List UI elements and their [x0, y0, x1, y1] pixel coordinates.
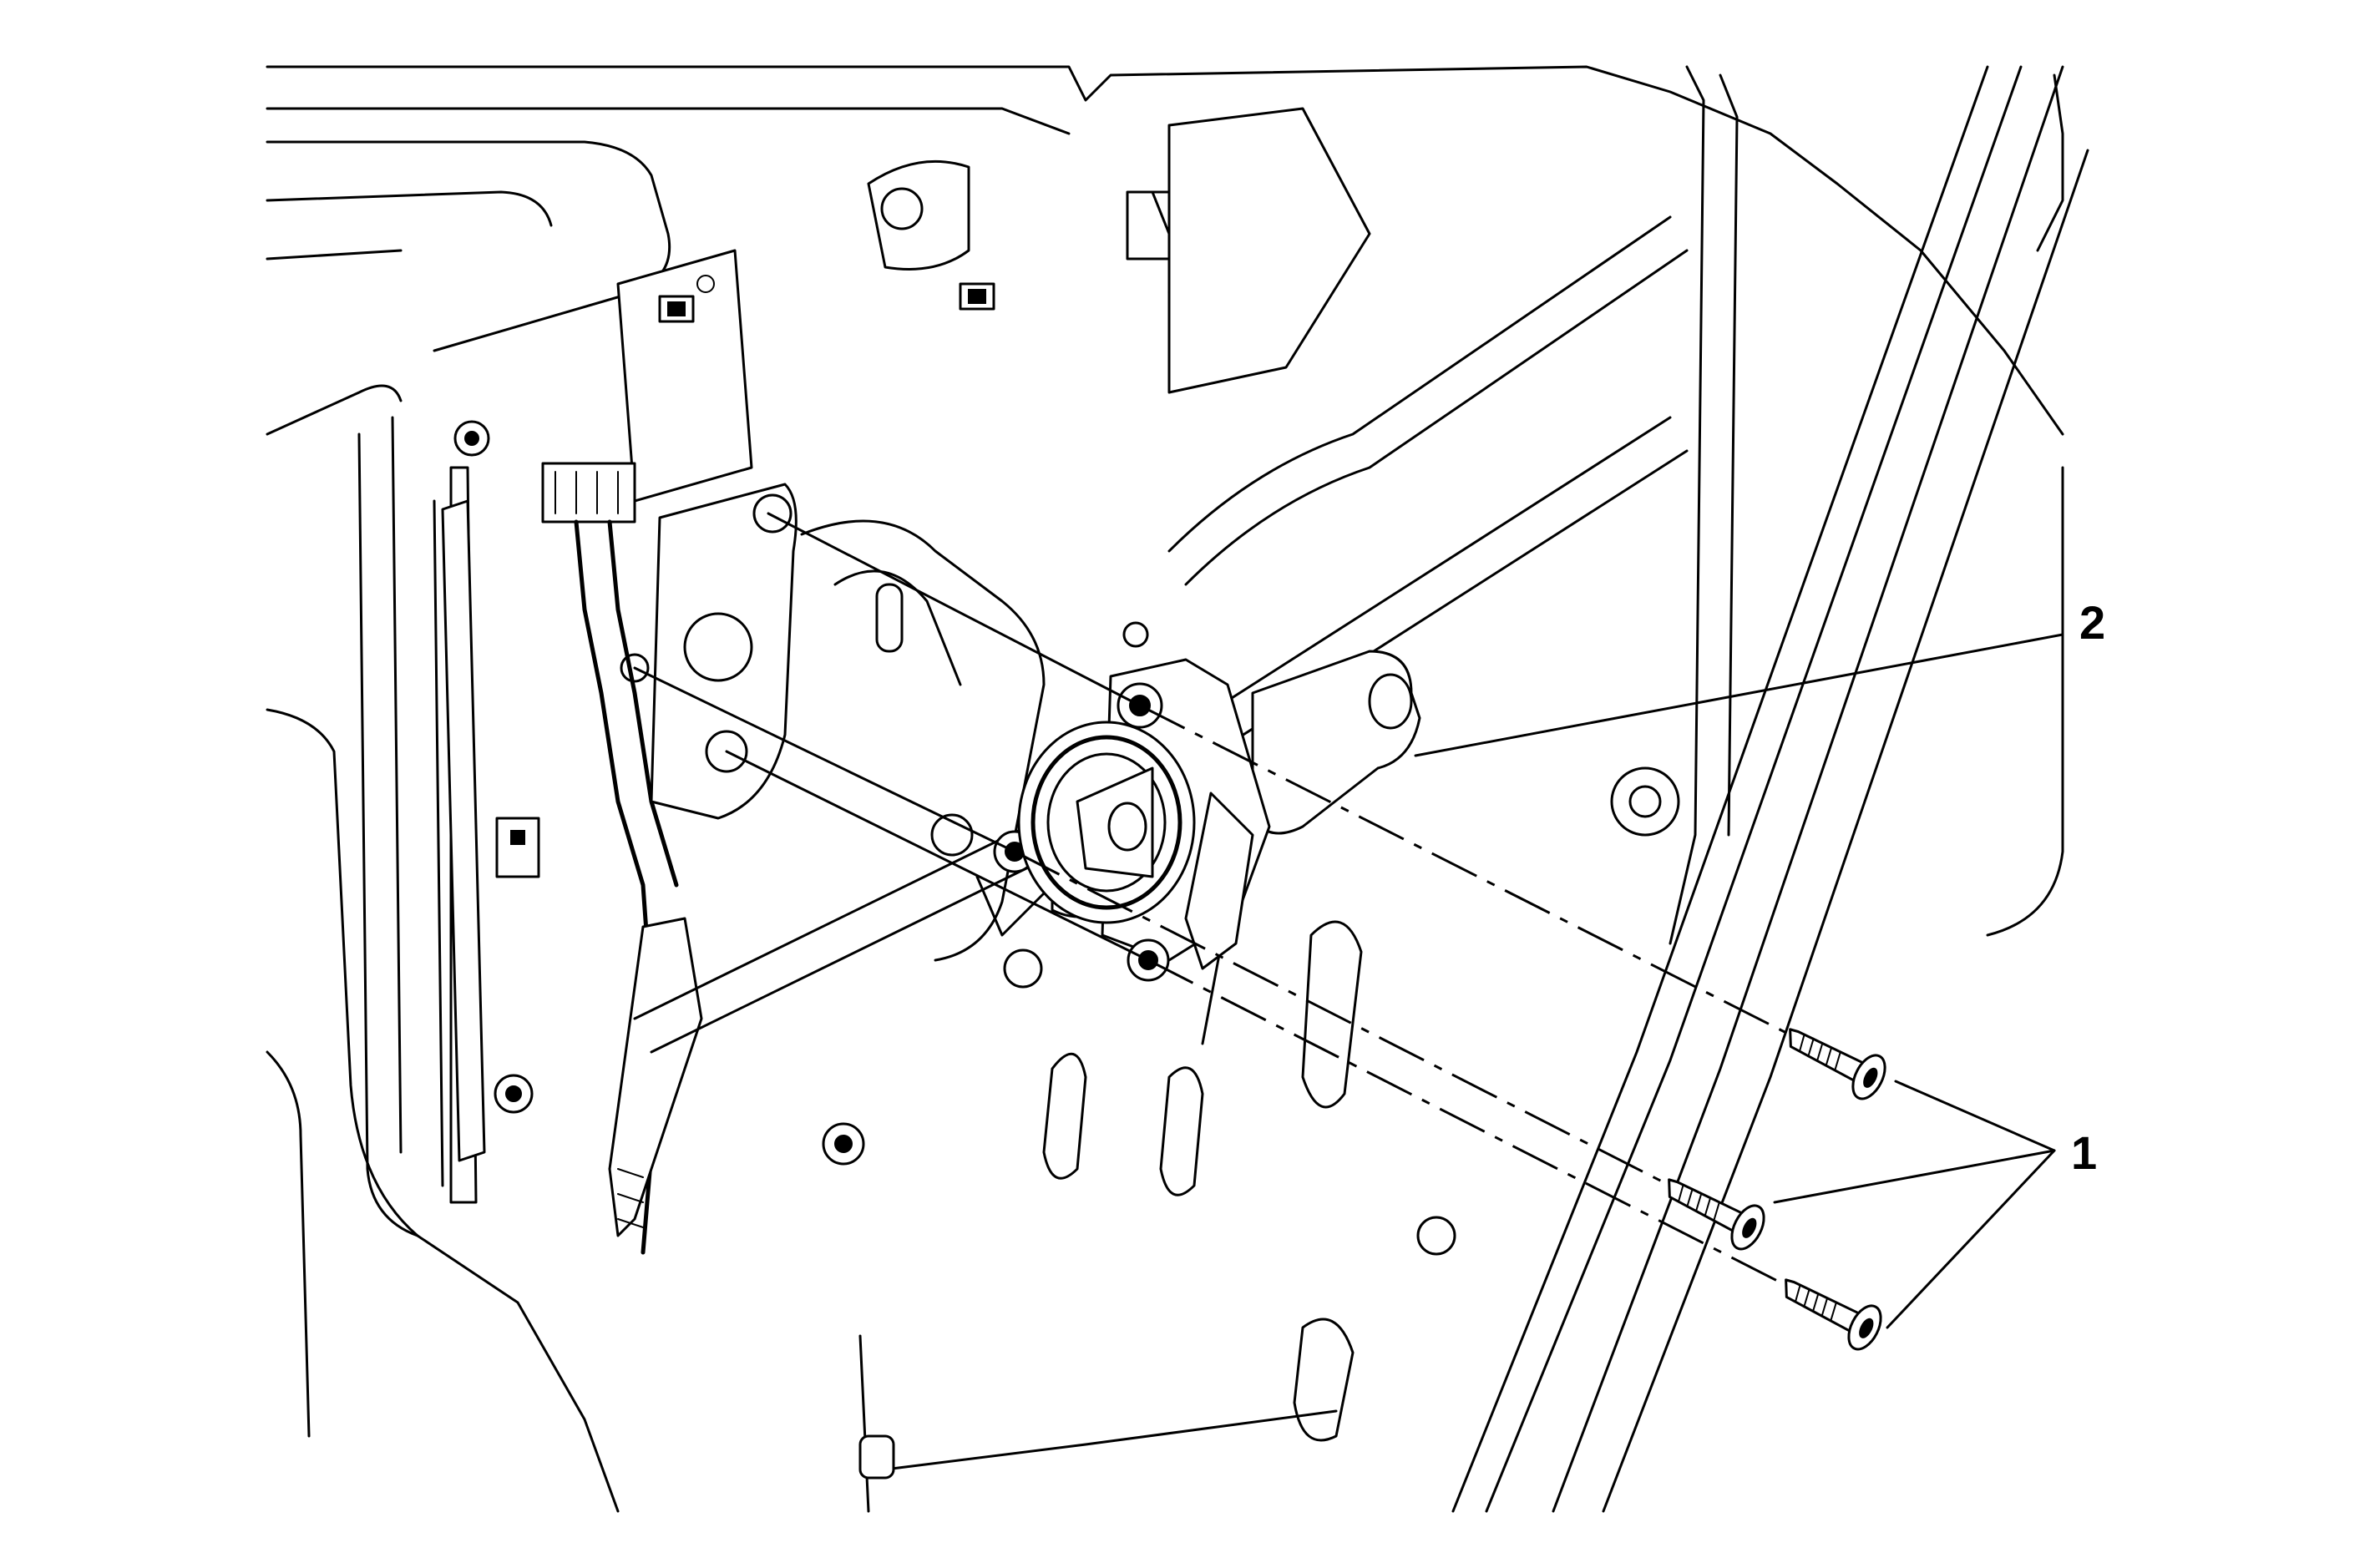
- regulator-plate: [620, 483, 1149, 962]
- regulator-rail: [441, 420, 865, 1166]
- bolt-leader-lines: [633, 512, 1792, 1287]
- callout-leaders: [1414, 633, 2064, 1329]
- window-regulator-motor-icon: [930, 650, 1421, 989]
- callout-2: 2: [2079, 596, 2105, 649]
- bolt-icon: [1668, 1028, 1886, 1351]
- panel-cutouts: [858, 766, 1680, 1513]
- upper-bracket: [616, 107, 1371, 503]
- door-seal-strips: [1451, 65, 2089, 1513]
- door-frame-outline: [266, 65, 2064, 1513]
- callout-1: 1: [2071, 1126, 2097, 1179]
